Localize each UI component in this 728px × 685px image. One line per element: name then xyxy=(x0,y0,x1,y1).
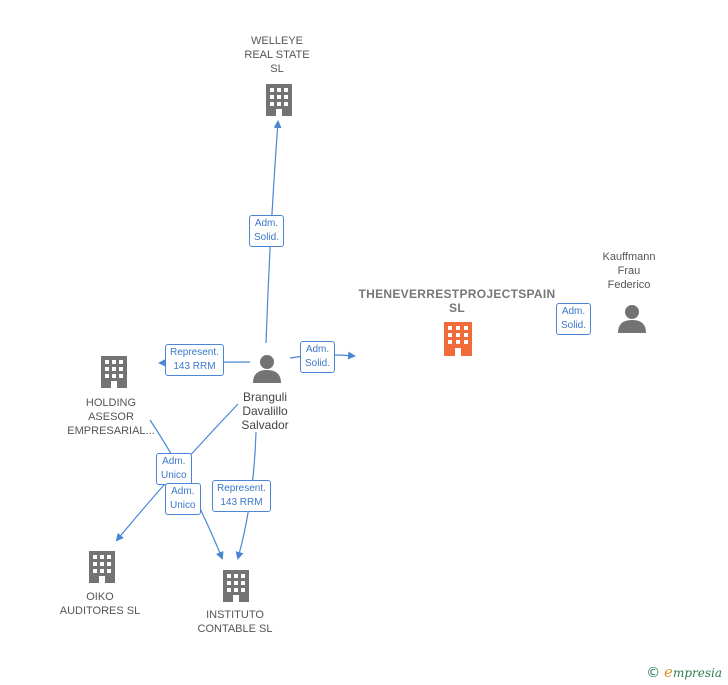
node-label-holding[interactable]: HOLDING ASESOR EMPRESARIAL... xyxy=(67,397,155,437)
building-icon xyxy=(89,551,115,583)
brand-initial: e xyxy=(664,663,673,681)
edge-label-kauffmann: Adm. Solid. xyxy=(556,303,592,335)
edge-label-instituto-adm: Adm. Unico xyxy=(165,483,201,515)
copyright-symbol: © xyxy=(646,665,661,681)
building-icon xyxy=(223,570,249,602)
edge-label-oiko: Adm. Unico xyxy=(156,453,192,485)
building-icon xyxy=(444,322,472,356)
node-label-theneverrest[interactable]: THENEVERRESTPROJECTSPAIN SL xyxy=(358,287,556,315)
building-icon xyxy=(101,356,127,388)
edge-label-welleye: Adm. Solid. xyxy=(249,215,285,247)
node-label-welleye[interactable]: WELLEYE REAL STATE SL xyxy=(244,35,310,75)
empresia-logo[interactable]: © empresia xyxy=(646,663,722,681)
edge-label-instituto-rep: Represent. 143 RRM xyxy=(212,480,271,512)
brand-name: mpresia xyxy=(672,666,722,680)
building-icon xyxy=(266,84,292,116)
node-label-branguli[interactable]: Branguli Davalillo Salvador xyxy=(241,390,289,432)
person-icon xyxy=(618,305,646,333)
node-label-kauffmann[interactable]: Kauffmann Frau Federico xyxy=(602,251,656,291)
node-label-oiko[interactable]: OIKO AUDITORES SL xyxy=(59,591,141,617)
edge-label-holding: Represent. 143 RRM xyxy=(165,344,224,376)
edge-label-theneverrest: Adm. Solid. xyxy=(300,341,336,373)
node-label-instituto[interactable]: INSTITUTO CONTABLE SL xyxy=(197,609,273,635)
person-icon xyxy=(253,355,281,383)
